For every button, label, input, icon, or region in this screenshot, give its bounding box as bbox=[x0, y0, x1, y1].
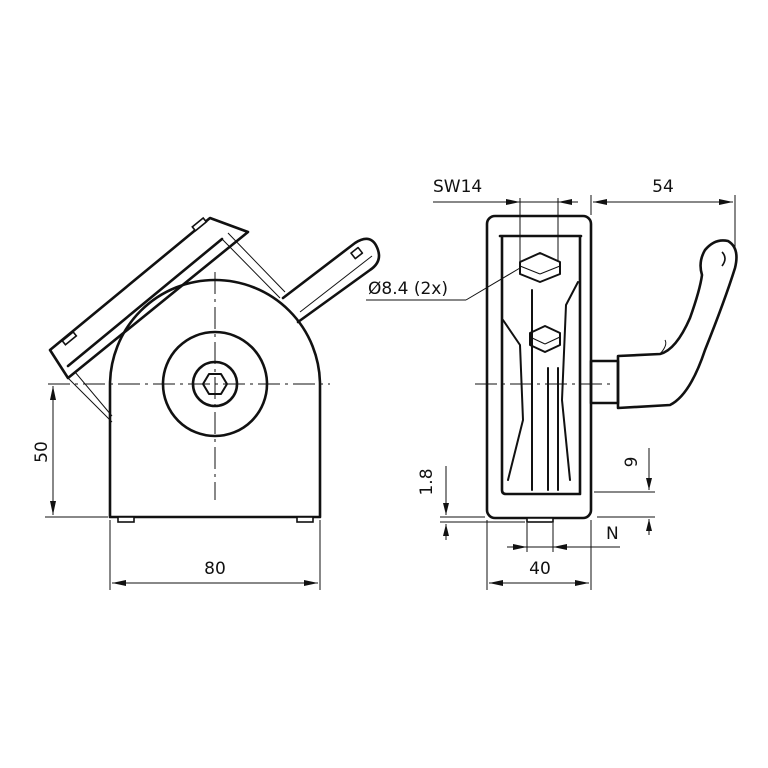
front-view bbox=[48, 216, 381, 523]
tilted-profile-arm bbox=[48, 216, 286, 423]
dim-label-40: 40 bbox=[529, 559, 551, 579]
dim-label-hole-diameter: Ø8.4 (2x) bbox=[368, 279, 448, 299]
clamping-lever bbox=[589, 239, 738, 410]
nut-top-icon bbox=[519, 252, 561, 283]
dim-label-54: 54 bbox=[652, 177, 674, 197]
dim-label-9: 9 bbox=[622, 457, 642, 468]
dim-label-sw14: SW14 bbox=[433, 177, 482, 197]
dim-label-80: 80 bbox=[204, 559, 226, 579]
dim-label-50: 50 bbox=[32, 441, 52, 463]
dimension-80 bbox=[109, 520, 321, 590]
foot-left bbox=[117, 516, 135, 523]
dimension-1-8 bbox=[440, 466, 525, 540]
leader-hole-diameter bbox=[366, 267, 521, 301]
dimension-54 bbox=[590, 195, 736, 248]
dimension-9 bbox=[594, 448, 655, 535]
dimension-n bbox=[507, 523, 620, 552]
side-view bbox=[475, 214, 738, 523]
lever-stub bbox=[281, 237, 381, 324]
nut-bottom-icon bbox=[529, 325, 561, 353]
foot-right bbox=[296, 516, 314, 523]
dimension-sw14 bbox=[433, 198, 578, 262]
dimension-40 bbox=[486, 520, 592, 590]
front-body-outline bbox=[108, 278, 322, 519]
dim-label-1-8: 1.8 bbox=[417, 468, 437, 495]
dimension-50 bbox=[45, 386, 108, 518]
side-foot bbox=[526, 517, 554, 523]
dim-label-n: N bbox=[606, 524, 619, 544]
